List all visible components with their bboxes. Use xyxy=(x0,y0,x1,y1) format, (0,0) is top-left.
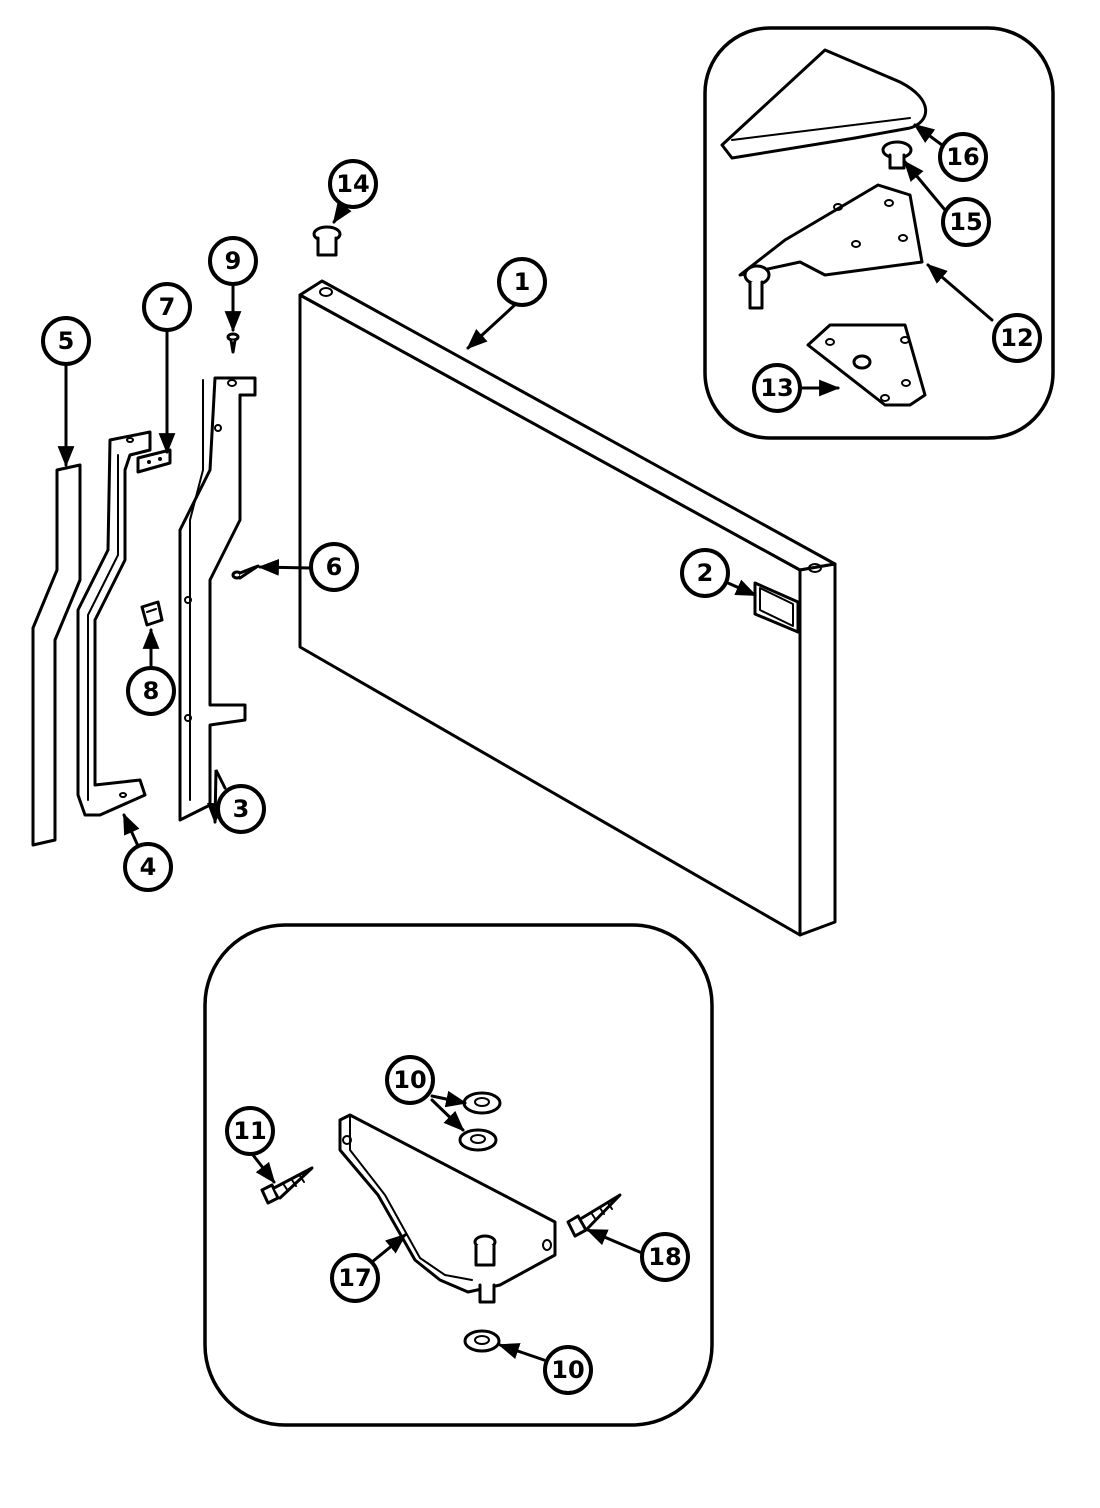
callout-11: 11 xyxy=(225,1106,275,1156)
callout-10-bottom: 10 xyxy=(543,1345,593,1395)
hinge-shim xyxy=(806,323,927,407)
callout-13: 13 xyxy=(752,363,802,413)
svg-text:2: 2 xyxy=(697,559,714,587)
callout-5: 5 xyxy=(41,316,91,366)
callout-16: 16 xyxy=(938,132,988,182)
label-plate xyxy=(753,581,800,634)
callout-18: 18 xyxy=(640,1232,690,1282)
hinge-brace xyxy=(178,376,257,822)
rail-bracket xyxy=(76,430,152,817)
washer-bottom xyxy=(463,1329,501,1353)
svg-text:18: 18 xyxy=(648,1243,681,1271)
svg-text:5: 5 xyxy=(58,327,75,355)
callout-15: 15 xyxy=(941,197,991,247)
callout-14: 14 xyxy=(328,159,378,209)
svg-text:10: 10 xyxy=(393,1066,426,1094)
leader-lines xyxy=(57,123,994,1362)
svg-text:11: 11 xyxy=(233,1117,266,1145)
svg-text:7: 7 xyxy=(159,293,176,321)
svg-text:16: 16 xyxy=(946,143,979,171)
svg-text:12: 12 xyxy=(1000,324,1033,352)
screw-18 xyxy=(566,1193,622,1238)
bottom-hinge xyxy=(338,1113,557,1304)
callout-17: 17 xyxy=(330,1253,380,1303)
callout-2: 2 xyxy=(680,548,730,598)
hinge-cover xyxy=(720,48,928,160)
svg-text:14: 14 xyxy=(336,170,369,198)
callout-10-top: 10 xyxy=(385,1055,435,1105)
screw-6 xyxy=(231,564,260,580)
svg-text:4: 4 xyxy=(140,853,157,881)
svg-text:10: 10 xyxy=(551,1356,584,1384)
washer-top-1 xyxy=(462,1091,502,1115)
door-plug xyxy=(312,225,342,257)
callout-9: 9 xyxy=(208,236,258,286)
svg-text:3: 3 xyxy=(233,795,250,823)
svg-text:1: 1 xyxy=(514,268,531,296)
svg-text:15: 15 xyxy=(949,208,982,236)
trim-strip xyxy=(31,463,82,847)
callout-8: 8 xyxy=(126,666,176,716)
callout-1: 1 xyxy=(497,257,547,307)
svg-text:17: 17 xyxy=(338,1264,371,1292)
callout-12: 12 xyxy=(992,313,1042,363)
screw-11 xyxy=(260,1166,314,1205)
callout-3: 3 xyxy=(216,784,266,834)
clip xyxy=(140,600,164,627)
callout-7: 7 xyxy=(142,282,192,332)
callout-6: 6 xyxy=(309,542,359,592)
svg-text:8: 8 xyxy=(143,677,160,705)
svg-text:13: 13 xyxy=(760,374,793,402)
screw-9 xyxy=(226,332,240,354)
door-panel xyxy=(298,279,837,937)
washer-top-2 xyxy=(458,1128,498,1152)
callout-4: 4 xyxy=(123,842,173,892)
svg-text:9: 9 xyxy=(225,247,242,275)
svg-text:6: 6 xyxy=(326,553,343,581)
top-hinge xyxy=(738,183,924,310)
